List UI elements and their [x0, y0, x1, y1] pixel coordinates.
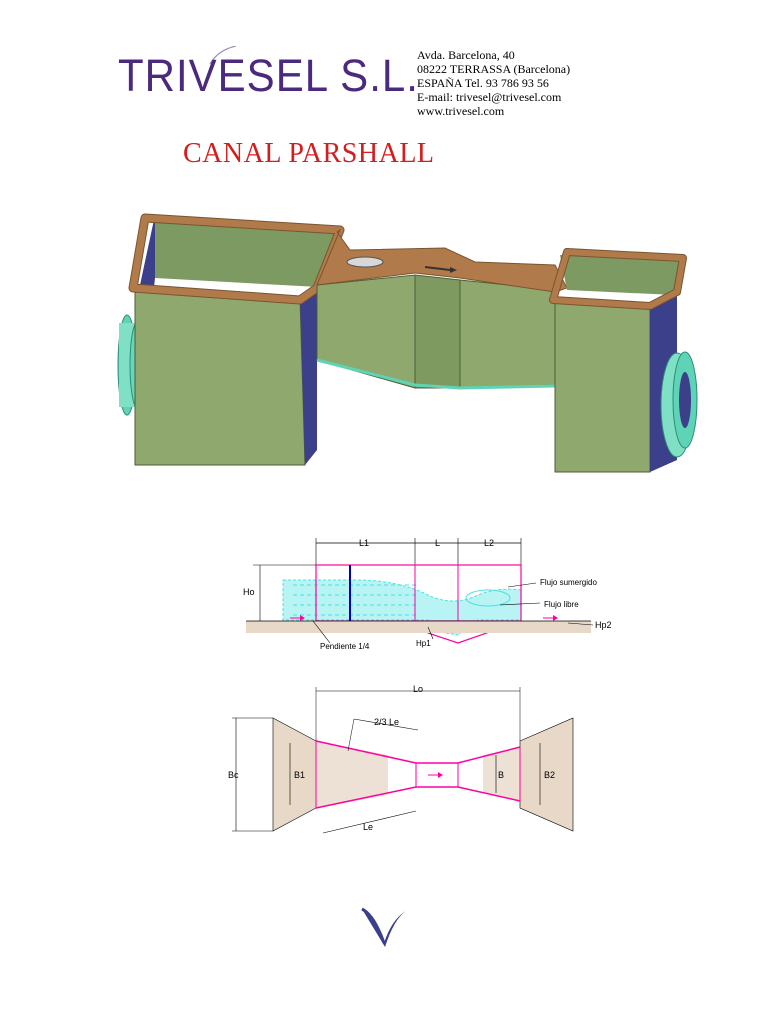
address-city: 08222 TERRASSA (Barcelona)	[417, 62, 571, 76]
logo-text: TRIVESEL S.L.	[118, 50, 419, 101]
logo-swoosh-icon	[209, 46, 237, 65]
footer-v-logo-icon	[361, 907, 406, 947]
pendiente-label: Pendiente 1/4	[320, 642, 370, 651]
parshall-3d-illustration	[117, 213, 698, 473]
address-email: E-mail: trivesel@trivesel.com	[417, 90, 562, 104]
address-street: Avda. Barcelona, 40	[417, 48, 515, 62]
flujo-libre-label: Flujo libre	[544, 600, 579, 609]
dim-b-label: B	[498, 770, 504, 780]
address-country-phone: ESPAÑA Tel. 93 786 93 56	[417, 76, 549, 90]
hp1-label: Hp1	[416, 639, 431, 648]
dim-bc-label: Bc	[228, 770, 239, 780]
side-elevation-drawing: L1 L L2 Ho Flujo sumergido Flujo libre H…	[243, 538, 612, 651]
company-address: Avda. Barcelona, 40 08222 TERRASSA (Barc…	[417, 48, 570, 118]
page-title: CANAL PARSHALL	[183, 138, 435, 169]
dim-le-label: Le	[363, 822, 373, 832]
dim-b2-label: B2	[544, 770, 555, 780]
outlet-flange	[660, 351, 698, 458]
dim-l1-label: L1	[359, 538, 369, 548]
dim-lo-label: Lo	[413, 684, 423, 694]
dim-two-thirds-label: 2/3 Le	[374, 717, 399, 727]
address-website: www.trivesel.com	[417, 104, 505, 118]
dim-l2-label: L2	[484, 538, 494, 548]
dim-l-label: L	[435, 538, 440, 548]
plan-view-drawing: Lo Bc B1 B B2 2/3 Le Le	[228, 684, 574, 834]
dim-b1-label: B1	[294, 770, 305, 780]
flujo-sumergido-label: Flujo sumergido	[540, 578, 597, 587]
dim-ho-label: Ho	[243, 587, 255, 597]
company-logo: TRIVESEL S.L.	[118, 46, 418, 106]
hp2-label: Hp2	[595, 620, 612, 630]
